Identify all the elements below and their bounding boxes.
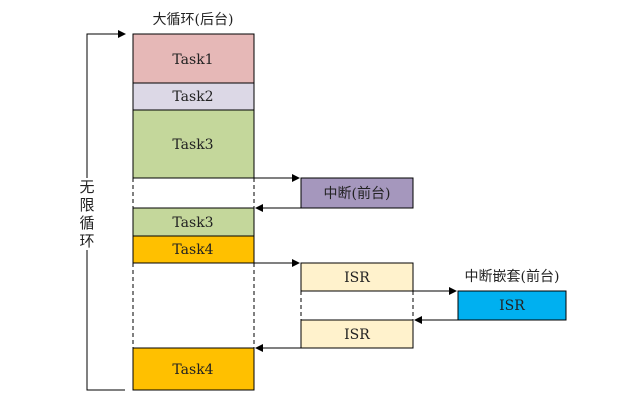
isr-resume-block xyxy=(300,319,414,349)
interrupt-block xyxy=(300,177,414,209)
dashed-gaps xyxy=(132,178,414,348)
nested-isr-label: ISR xyxy=(499,298,525,314)
task1-label: Task1 xyxy=(172,52,213,68)
task3-block xyxy=(132,109,255,179)
loop-label: 无限循环 xyxy=(79,178,95,250)
task4-block xyxy=(132,235,255,264)
task2-block xyxy=(132,82,255,111)
task3-resume-block xyxy=(132,207,255,237)
isr-block xyxy=(300,262,414,292)
task4-resume-block xyxy=(132,347,255,391)
isr-label: ISR xyxy=(344,270,370,286)
task2-label: Task2 xyxy=(172,89,213,105)
interrupt-label: 中断(前台) xyxy=(324,185,391,202)
nested-isr-block xyxy=(457,290,567,321)
nested-interrupt-title: 中断嵌套(前台) xyxy=(465,268,560,285)
task3-resume-label: Task3 xyxy=(172,215,213,231)
task4-label: Task4 xyxy=(172,242,213,258)
task3-label: Task3 xyxy=(172,137,213,153)
task4-resume-label: Task4 xyxy=(172,362,213,378)
isr-resume-label: ISR xyxy=(344,327,370,343)
title: 大循环(后台) xyxy=(153,12,234,28)
